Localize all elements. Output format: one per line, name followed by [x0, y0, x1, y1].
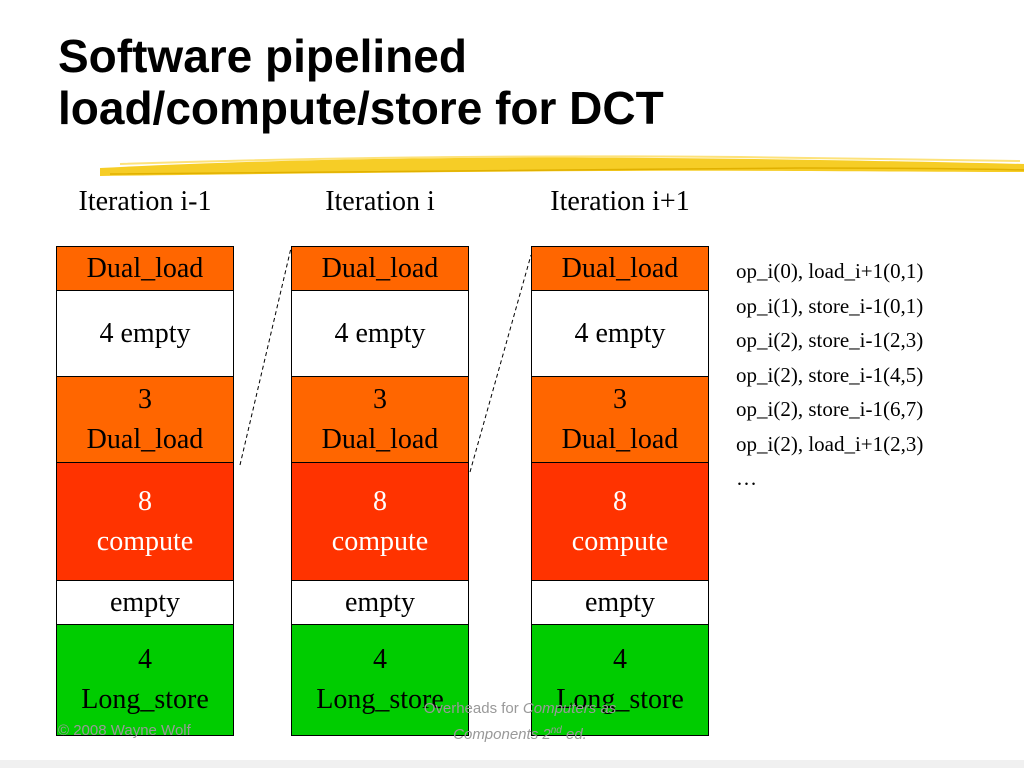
slide-title: Software pipelined load/compute/store fo…	[58, 30, 958, 134]
block-count: 8	[373, 485, 387, 517]
block-dual-load: Dual_load	[532, 247, 708, 291]
operation-item: op_i(2), store_i-1(4,5)	[736, 362, 924, 387]
footer-copyright: © 2008 Wayne Wolf	[58, 722, 191, 739]
overlap-dashed-line-2	[469, 254, 532, 473]
block-empty: 4 empty	[292, 291, 468, 377]
operation-item: op_i(1), store_i-1(0,1)	[736, 293, 924, 318]
footer-edition-sup: nd	[550, 725, 562, 736]
block-label: 4 empty	[99, 317, 191, 349]
block-label: empty	[110, 586, 180, 618]
block-label: empty	[585, 586, 655, 618]
footer-book-reference: Overheads for Computers as Components 2n…	[340, 698, 700, 746]
block-count: 4	[613, 644, 627, 675]
operation-item: op_i(2), store_i-1(6,7)	[736, 397, 924, 421]
operation-item: op_i(2), load_i+1(2,3)	[736, 431, 924, 456]
block-empty-small: empty	[57, 581, 233, 625]
block-label: Dual_load	[561, 252, 679, 284]
block-compute: 8 compute	[532, 463, 708, 581]
block-label: compute	[331, 525, 429, 557]
footer-overheads-prefix: Overheads for	[423, 700, 523, 717]
block-count: 8	[138, 485, 152, 517]
overlap-dashed-line-1	[239, 247, 292, 466]
block-label: Long_store	[556, 684, 684, 715]
block-label: Dual_load	[86, 423, 204, 455]
block-label: compute	[571, 525, 669, 557]
operation-item: op_i(0), load_i+1(0,1)	[736, 259, 924, 283]
block-empty: 4 empty	[532, 291, 708, 377]
column-label-iteration-prev: Iteration i-1	[78, 186, 212, 217]
operation-item: op_i(2), store_i-1(2,3)	[736, 328, 924, 352]
block-count: 4	[373, 644, 387, 675]
block-empty: 4 empty	[57, 291, 233, 377]
footer-edition-suffix: ed.	[561, 726, 587, 743]
column-label-iteration-current: Iteration i	[325, 186, 435, 217]
block-label: Long_store	[81, 684, 209, 715]
column-label-iteration-next: Iteration i+1	[550, 186, 690, 217]
block-count: 3	[373, 383, 387, 415]
operation-item: …	[736, 466, 757, 490]
block-label: 4 empty	[334, 317, 426, 349]
block-empty-small: empty	[292, 581, 468, 625]
block-empty-small: empty	[532, 581, 708, 625]
block-count: 8	[613, 485, 627, 517]
block-compute: 8 compute	[292, 463, 468, 581]
highlighter-underline	[100, 155, 1024, 176]
block-label: Dual_load	[321, 423, 439, 455]
block-label: Dual_load	[86, 252, 204, 284]
block-count: 4	[138, 644, 152, 675]
block-count: 3	[613, 383, 627, 415]
block-count: 3	[138, 383, 152, 415]
block-dual-load: Dual_load	[292, 247, 468, 291]
block-dual-load: Dual_load	[57, 247, 233, 291]
slide-bottom-bar	[0, 760, 1024, 768]
block-label: Dual_load	[321, 252, 439, 284]
footer-book-title-1: Computers as	[522, 700, 617, 717]
footer-book-title-2: Components 2	[453, 726, 551, 743]
slide-title-line-1: Software pipelined	[58, 30, 467, 82]
operation-list: op_i(0), load_i+1(0,1) op_i(1), store_i-…	[736, 254, 1016, 496]
block-compute: 8 compute	[57, 463, 233, 581]
block-label: Long_store	[316, 684, 444, 715]
block-label: 4 empty	[574, 317, 666, 349]
block-label: empty	[345, 586, 415, 618]
slide-title-line-2: load/compute/store for DCT	[58, 82, 664, 134]
block-label: Dual_load	[561, 423, 679, 455]
block-label: compute	[96, 525, 194, 557]
